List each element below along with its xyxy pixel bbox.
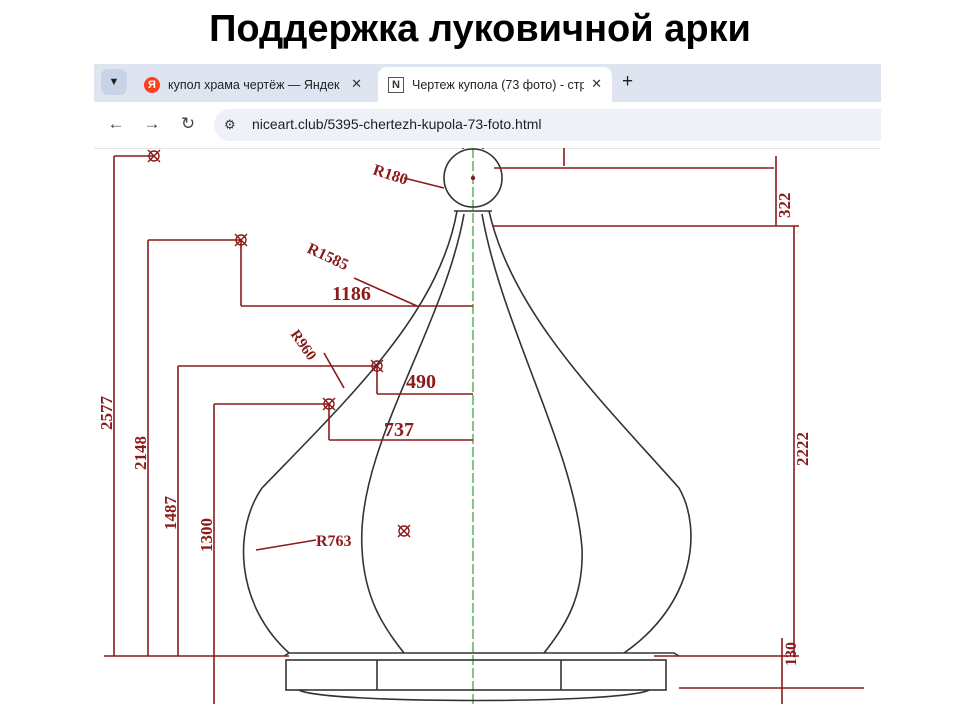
- label-r763: R763: [316, 533, 352, 550]
- label-r960: R960: [287, 327, 319, 363]
- arrow-right-icon: →: [143, 114, 161, 133]
- dome-outer-left: [242, 210, 458, 654]
- base-plinth: [285, 659, 667, 691]
- center-marker: [322, 397, 336, 411]
- label-130: 130: [783, 642, 800, 666]
- browser-window: ▼ Я купол храма чертёж — Яндекс ✕ N Черт…: [94, 64, 881, 704]
- base-top: [283, 652, 680, 657]
- tab-yandex-search[interactable]: Я купол храма чертёж — Яндекс ✕: [134, 67, 372, 102]
- top-ball: [443, 148, 503, 208]
- chevron-down-icon: ▼: [108, 76, 120, 88]
- dome-outer-right: [488, 210, 692, 654]
- label-2148: 2148: [131, 436, 150, 470]
- site-icon: N: [388, 76, 404, 93]
- reload-icon: ↻: [180, 114, 196, 133]
- tab-title: Чертеж купола (73 фото) - стр: [412, 77, 584, 92]
- base-bottom: [298, 689, 650, 702]
- label-322: 322: [775, 193, 794, 219]
- browser-toolbar: ← → ↻ ⚙ niceart.club/5395-chertezh-kupol…: [94, 102, 881, 149]
- address-bar[interactable]: ⚙ niceart.club/5395-chertezh-kupola-73-f…: [214, 109, 881, 141]
- rib-inner-left: [360, 213, 465, 654]
- arrow-left-icon: ←: [107, 114, 125, 133]
- url-text: niceart.club/5395-chertezh-kupola-73-fot…: [252, 116, 542, 132]
- center-marker: [370, 359, 384, 373]
- label-r180: R180: [371, 162, 410, 189]
- center-marker: [147, 149, 161, 163]
- label-2222: 2222: [793, 432, 812, 466]
- site-settings-icon[interactable]: ⚙: [224, 117, 236, 132]
- close-icon[interactable]: ✕: [591, 76, 602, 91]
- tab-dome-drawing[interactable]: N Чертеж купола (73 фото) - стр ✕: [378, 67, 612, 102]
- dome-drawing: R180 R1585 R960 R763 1186 490 737 2577 2…: [97, 148, 864, 704]
- label-737: 737: [384, 419, 414, 441]
- yandex-icon: Я: [144, 76, 160, 93]
- center-marker: [234, 233, 248, 247]
- back-button[interactable]: ←: [104, 112, 128, 136]
- label-490: 490: [406, 371, 436, 393]
- center-marker: [397, 524, 411, 538]
- label-1186: 1186: [332, 283, 371, 305]
- forward-button[interactable]: →: [140, 112, 164, 136]
- reload-button[interactable]: ↻: [176, 112, 200, 136]
- new-tab-button[interactable]: +: [622, 71, 634, 92]
- rib-inner-right: [481, 213, 583, 654]
- slide-title: Поддержка луковичной арки: [209, 8, 751, 50]
- tab-bar: ▼ Я купол храма чертёж — Яндекс ✕ N Черт…: [94, 64, 881, 102]
- label-1300: 1300: [197, 518, 216, 552]
- label-1487: 1487: [161, 496, 180, 531]
- tab-list-button[interactable]: ▼: [101, 69, 127, 95]
- label-r1585: R1585: [304, 240, 351, 274]
- close-icon[interactable]: ✕: [351, 76, 362, 91]
- label-2577: 2577: [97, 396, 116, 431]
- tab-title: купол храма чертёж — Яндекс: [168, 77, 340, 92]
